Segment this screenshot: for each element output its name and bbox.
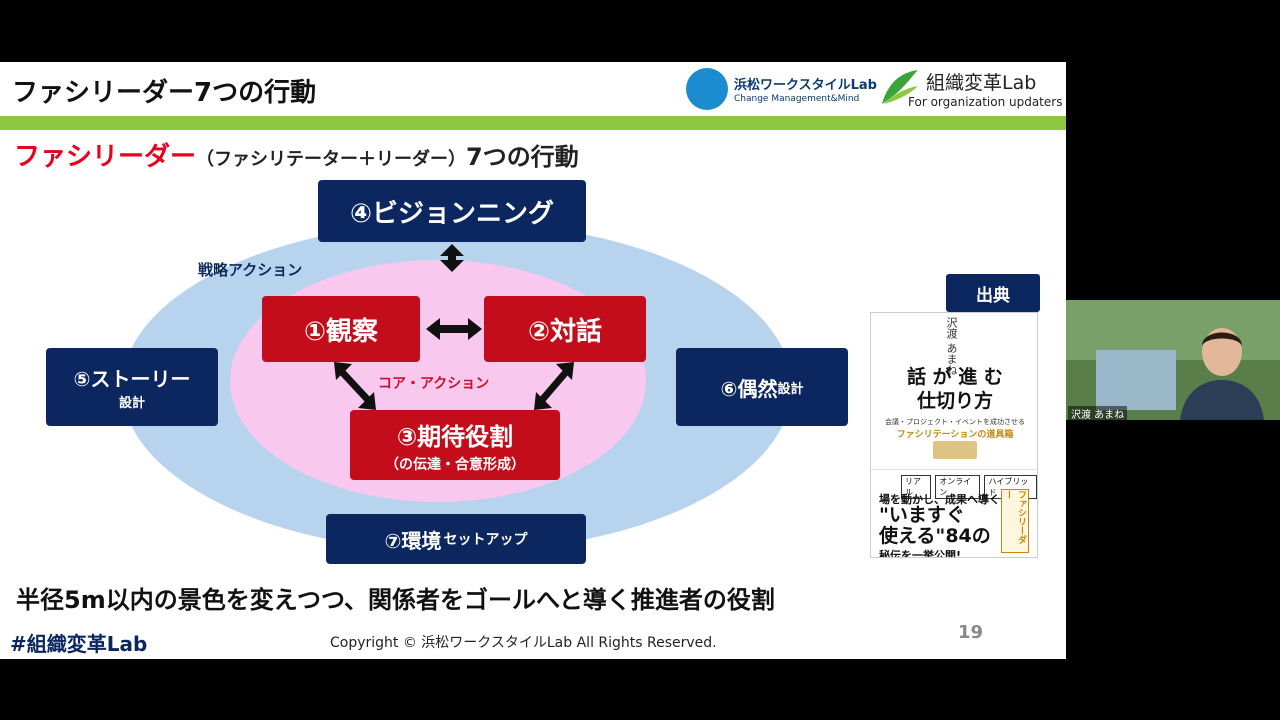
summary-text: 半径5m以内の景色を変えつつ、関係者をゴールへと導く推進者の役割 bbox=[16, 586, 775, 614]
book-vertical-label: ファシリーダー bbox=[1001, 489, 1029, 553]
book-subtitle: 会議・プロジェクト・イベントを成功させる bbox=[885, 418, 1025, 426]
page-number: 19 bbox=[958, 622, 984, 643]
book-cover: 沢渡 あまね 話 が 進 む 仕切り方 会議・プロジェクト・イベントを成功させる… bbox=[870, 312, 1038, 558]
arrow-vision-core bbox=[440, 244, 464, 272]
action-story-label: ⑤ストーリー bbox=[73, 367, 191, 391]
action-dialogue: ②対話 bbox=[484, 296, 646, 362]
webcam-background-building bbox=[1096, 350, 1176, 410]
action-visioning: ④ビジョンニング bbox=[318, 180, 586, 242]
book-band-line3: 秘伝を一挙公開! bbox=[879, 549, 962, 558]
arrow-dialogue-role bbox=[539, 369, 569, 403]
book-band-line2a: "いますぐ bbox=[879, 504, 965, 526]
hamamatsu-logo-tagline: Change Management&Mind bbox=[734, 94, 860, 104]
subtitle-paren: （ファシリテーター＋リーダー） bbox=[196, 149, 467, 170]
book-title-line1: 話 が 進 む bbox=[907, 366, 1003, 388]
book-tag: オンライン bbox=[935, 475, 981, 499]
leaf-icon bbox=[882, 70, 918, 104]
action-dialogue-label: ②対話 bbox=[527, 316, 602, 347]
action-environment-label: ⑦環境 bbox=[384, 528, 442, 553]
arrow-observe-dialogue bbox=[426, 318, 482, 340]
book-author: 沢渡 あまね bbox=[945, 317, 958, 376]
hamamatsu-logo-name: 浜松ワークスタイルLab bbox=[734, 78, 877, 93]
header-divider bbox=[0, 116, 1066, 130]
person-avatar-icon bbox=[1180, 328, 1264, 420]
action-environment-setup: ⑦環境セットアップ bbox=[326, 514, 586, 564]
webcam-tile[interactable]: 沢渡 あまね bbox=[1066, 300, 1280, 420]
action-serendipity-design: ⑥偶然設計 bbox=[676, 348, 848, 426]
action-story-design: ⑤ストーリー 設計 bbox=[46, 348, 218, 426]
book-band-line2b: 使える"84の bbox=[879, 525, 991, 547]
action-observation-label: ①観察 bbox=[303, 316, 378, 347]
book-band-line2: "いますぐ 使える"84の bbox=[879, 505, 991, 547]
action-visioning-label: ④ビジョンニング bbox=[349, 198, 554, 229]
core-label: コア・アクション bbox=[378, 376, 490, 392]
slide-subtitle: ファシリーダー（ファシリテーター＋リーダー）7つの行動 bbox=[14, 136, 579, 173]
hashtag: #組織変革Lab bbox=[10, 632, 148, 656]
book-subtitle2: ファシリテーションの道具箱 bbox=[896, 430, 1014, 440]
org-lab-logo-name: 組織変革Lab bbox=[926, 72, 1037, 94]
subtitle-rest: 7つの行動 bbox=[466, 143, 579, 171]
action-role-sub: （の伝達・合意形成） bbox=[385, 456, 525, 473]
action-expected-role: ③期待役割 （の伝達・合意形成） bbox=[350, 410, 560, 480]
book-title-line2: 仕切り方 bbox=[916, 390, 993, 412]
org-lab-logo-tagline: For organization updaters bbox=[908, 95, 1063, 109]
action-story-sub: 設計 bbox=[118, 396, 145, 411]
subtitle-highlight: ファシリーダー bbox=[14, 142, 197, 172]
book-title: 話 が 進 む 仕切り方 bbox=[871, 365, 1037, 413]
hamamatsu-logo: 浜松ワークスタイルLab Change Management&Mind bbox=[686, 66, 877, 114]
action-observation: ①観察 bbox=[262, 296, 420, 362]
slide: ファシリーダー7つの行動 浜松ワークスタイルLab Change Managem… bbox=[0, 62, 1066, 659]
action-serendipity-sub: 設計 bbox=[777, 381, 804, 397]
slide-title: ファシリーダー7つの行動 bbox=[12, 78, 317, 108]
source-badge: 出典 bbox=[946, 274, 1040, 312]
action-arrows bbox=[334, 244, 574, 410]
arrow-observe-role bbox=[339, 369, 371, 403]
action-serendipity-label: ⑥偶然 bbox=[720, 376, 778, 401]
action-environment-sub: セットアップ bbox=[443, 532, 528, 548]
action-role-label: ③期待役割 bbox=[396, 422, 514, 451]
org-lab-logo: 組織変革Lab For organization updaters bbox=[878, 64, 1064, 114]
copyright: Copyright © 浜松ワークスタイルLab All Rights Rese… bbox=[330, 635, 717, 651]
toolbox-icon bbox=[933, 441, 977, 459]
webcam-participant-name: 沢渡 あまね bbox=[1068, 406, 1128, 420]
book-tag: リアル bbox=[901, 475, 932, 499]
book-band-line1: 場を動かし、成果へ導く bbox=[879, 493, 1000, 506]
hamamatsu-logo-icon bbox=[686, 68, 728, 110]
strategy-label: 戦略アクション bbox=[198, 261, 303, 279]
book-tags: リアル オンライン ハイブリッド bbox=[901, 475, 1037, 499]
